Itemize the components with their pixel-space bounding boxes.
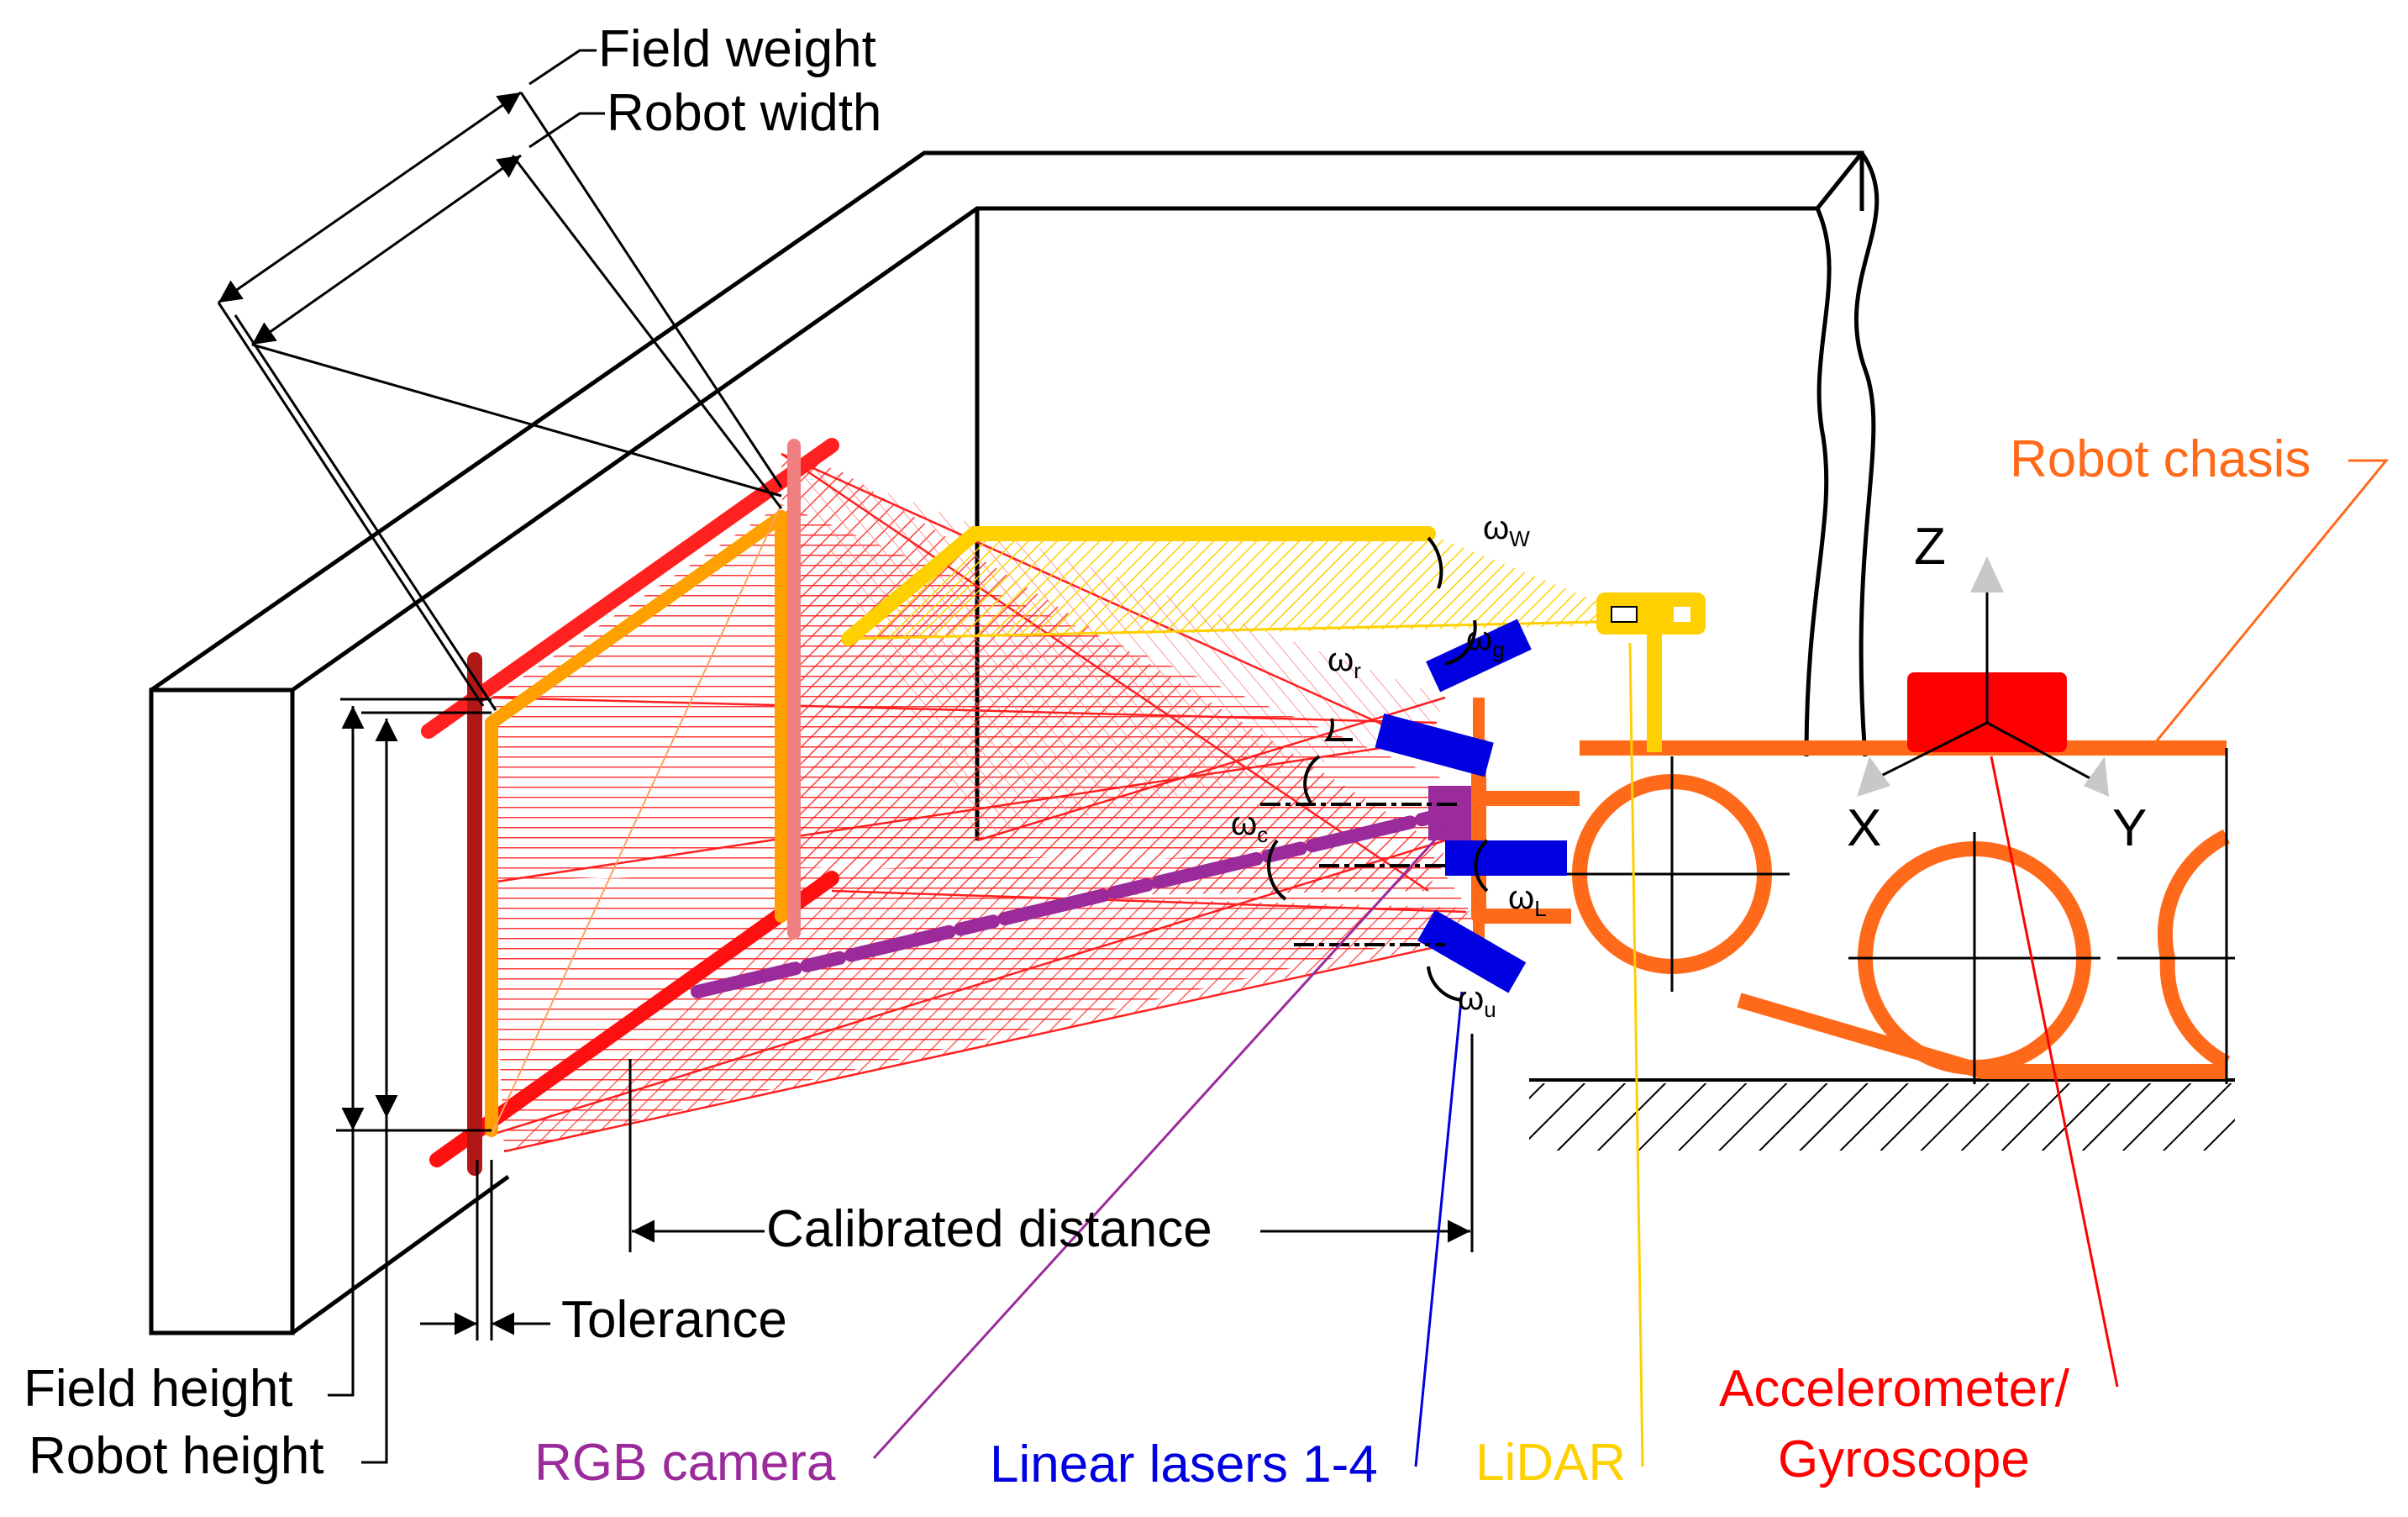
omega-w-label: ωW: [1483, 509, 1530, 551]
callout-leaders: [872, 459, 2390, 1467]
lidar-beam: [841, 526, 1597, 646]
coordinate-axes: [1857, 556, 2109, 797]
axis-y-label: Y: [2112, 799, 2148, 857]
tolerance-label: Tolerance: [561, 1291, 787, 1349]
lidar-unit: [1596, 593, 1706, 752]
dimension-lines: [217, 49, 1474, 1464]
omega-c-label: ωc: [1231, 805, 1269, 847]
omega-u-label: ωu: [1458, 980, 1496, 1022]
field-height-label: Field height: [24, 1360, 293, 1418]
field-weight-label: Field weight: [598, 20, 876, 78]
laser-field-hatching: [487, 454, 1479, 1151]
gyroscope-label: Gyroscope: [1778, 1430, 2030, 1488]
omega-g-label: ωg: [1466, 620, 1505, 662]
robot-width-label: Robot width: [607, 84, 882, 142]
laser-axis-lines: [1260, 803, 1462, 946]
axis-x-label: X: [1847, 799, 1882, 857]
ground-hatch: [1529, 1078, 2235, 1151]
accelerometer-label: Accelerometer/: [1719, 1360, 2069, 1418]
angle-arcs: [1267, 536, 1489, 1002]
omega-l-label: ωL: [1508, 879, 1547, 921]
rgb-camera-beam: [691, 786, 1475, 998]
rgb-camera-label: RGB camera: [534, 1434, 836, 1492]
calibrated-distance-label: Calibrated distance: [766, 1200, 1212, 1258]
lidar-label: LiDAR: [1475, 1434, 1627, 1492]
linear-lasers-label: Linear lasers 1-4: [990, 1435, 1378, 1493]
omega-r-label: ωr: [1328, 641, 1361, 683]
wheel-crosshairs: [1554, 748, 2235, 1084]
linear-lasers: [1375, 619, 1567, 993]
robot-chassis: [1471, 740, 2231, 1079]
field-frame: [421, 438, 839, 1176]
robot-height-label: Robot height: [29, 1427, 324, 1485]
robot-chasis-label: Robot chasis: [2010, 430, 2311, 488]
axis-z-label: Z: [1914, 518, 1946, 576]
